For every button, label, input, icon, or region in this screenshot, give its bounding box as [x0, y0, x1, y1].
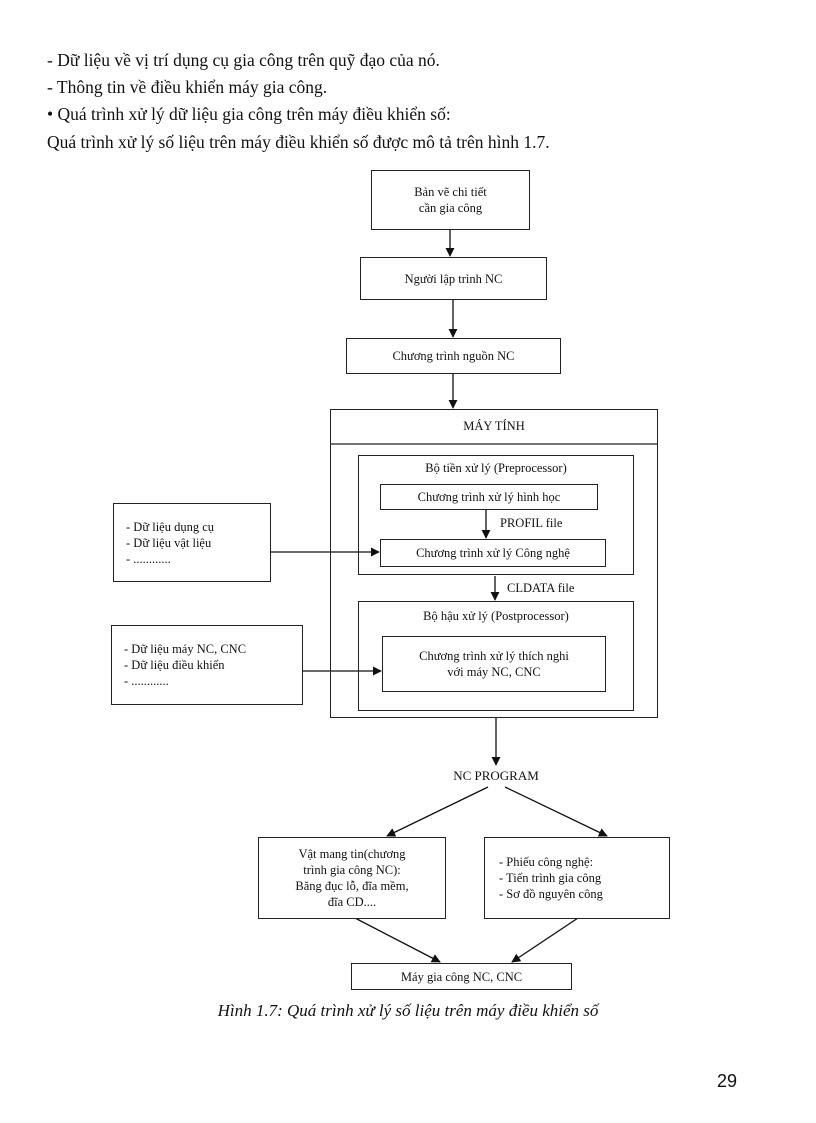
may-tinh-title: MÁY TÍNH — [463, 419, 525, 433]
text-line-3: • Quá trình xử lý dữ liệu gia công trên … — [47, 104, 451, 124]
box-du-lieu-may: - Dữ liệu máy NC, CNC - Dữ liệu điều khi… — [111, 625, 303, 705]
nguoi-lap-trinh-label: Người lập trình NC — [404, 271, 503, 286]
figure-caption: Hình 1.7: Quá trình xử lý số liệu trên m… — [217, 1001, 599, 1020]
profil-file-label: PROFIL file — [500, 516, 563, 530]
box-chuong-trinh-nguon: Chương trình nguồn NC — [346, 338, 561, 374]
box-chuong-trinh-cong-nghe: Chương trình xử lý Công nghệ — [380, 539, 606, 567]
dl-dung-cu: - Dữ liệu dụng cụ — [126, 519, 215, 534]
dl-dots-2: - ............ — [124, 674, 169, 688]
box-may-gia-cong: Máy gia công NC, CNC — [351, 963, 572, 990]
arrow-ncprogram-to-vatmangtin — [386, 786, 489, 837]
may-gia-cong-label: Máy gia công NC, CNC — [400, 969, 523, 984]
phieu-line-3: - Sơ đồ nguyên công — [499, 887, 603, 901]
vat-mang-tin-line-1: Vật mang tin(chương — [298, 847, 406, 861]
box-chuong-trinh-hinh-hoc: Chương trình xử lý hình học — [380, 484, 598, 510]
dl-vat-lieu: - Dữ liệu vật liệu — [126, 535, 212, 550]
may-tinh-divider — [330, 443, 658, 445]
arrow-vatmangtin-to-may — [354, 917, 441, 963]
dl-dieu-khien: - Dữ liệu điều khiển — [124, 658, 225, 672]
nc-program-label: NC PROGRAM — [453, 768, 539, 783]
ct-cong-nghe-label: Chương trình xử lý Công nghệ — [416, 546, 570, 560]
vat-mang-tin-line-2: trình gia công NC): — [303, 863, 401, 877]
ct-hinh-hoc-label: Chương trình xử lý hình học — [417, 490, 561, 504]
text-line-4: Quá trình xử lý số liệu trên máy điều kh… — [47, 132, 550, 152]
ct-thich-nghi-line-1: Chương trình xử lý thích nghi — [419, 649, 569, 663]
dl-may: - Dữ liệu máy NC, CNC — [124, 642, 247, 656]
frame-bo-tien-xu-ly — [358, 455, 634, 575]
frame-bo-hau-xu-ly — [358, 601, 634, 711]
dl-dots-1: - ............ — [126, 551, 171, 566]
phieu-line-2: - Tiến trình gia công — [499, 871, 602, 885]
ct-thich-nghi-line-2: với máy NC, CNC — [447, 665, 541, 679]
phieu-line-1: - Phiếu công nghệ: — [499, 855, 594, 869]
box-du-lieu-dung-cu: - Dữ liệu dụng cụ - Dữ liệu vật liệu - .… — [113, 503, 271, 582]
bo-hau-xu-ly-title: Bộ hậu xử lý (Postprocessor) — [423, 609, 569, 623]
vat-mang-tin-line-4: đĩa CD.... — [327, 895, 377, 909]
cldata-file-label: CLDATA file — [507, 581, 575, 595]
vat-mang-tin-line-3: Băng đục lỗ, đĩa mềm, — [295, 879, 409, 893]
box-nguoi-lap-trinh: Người lập trình NC — [360, 257, 547, 300]
text-line-1: - Dữ liệu về vị trí dụng cụ gia công trê… — [47, 50, 440, 70]
arrow-phieu-to-may — [511, 917, 579, 963]
arrow-ncprogram-to-phieu — [504, 786, 608, 837]
text-line-2: - Thông tin về điều khiển máy gia công. — [47, 77, 328, 97]
box-ban-ve-chi-tiet: Bản vẽ chi tiết cần gia công — [371, 170, 530, 230]
chuong-trinh-nguon-label: Chương trình nguồn NC — [392, 349, 515, 363]
box-phieu-cong-nghe: - Phiếu công nghệ: - Tiến trình gia công… — [484, 837, 670, 919]
ban-ve-line-2: cần gia công — [418, 201, 483, 215]
ban-ve-line-1: Bản vẽ chi tiết — [414, 185, 487, 199]
box-chuong-trinh-thich-nghi: Chương trình xử lý thích nghi với máy NC… — [382, 636, 606, 692]
bo-tien-xu-ly-title: Bộ tiền xử lý (Preprocessor) — [425, 461, 567, 475]
page-number: 29 — [717, 1071, 738, 1091]
frame-may-tinh — [330, 409, 658, 718]
box-vat-mang-tin: Vật mang tin(chương trình gia công NC): … — [258, 837, 446, 919]
